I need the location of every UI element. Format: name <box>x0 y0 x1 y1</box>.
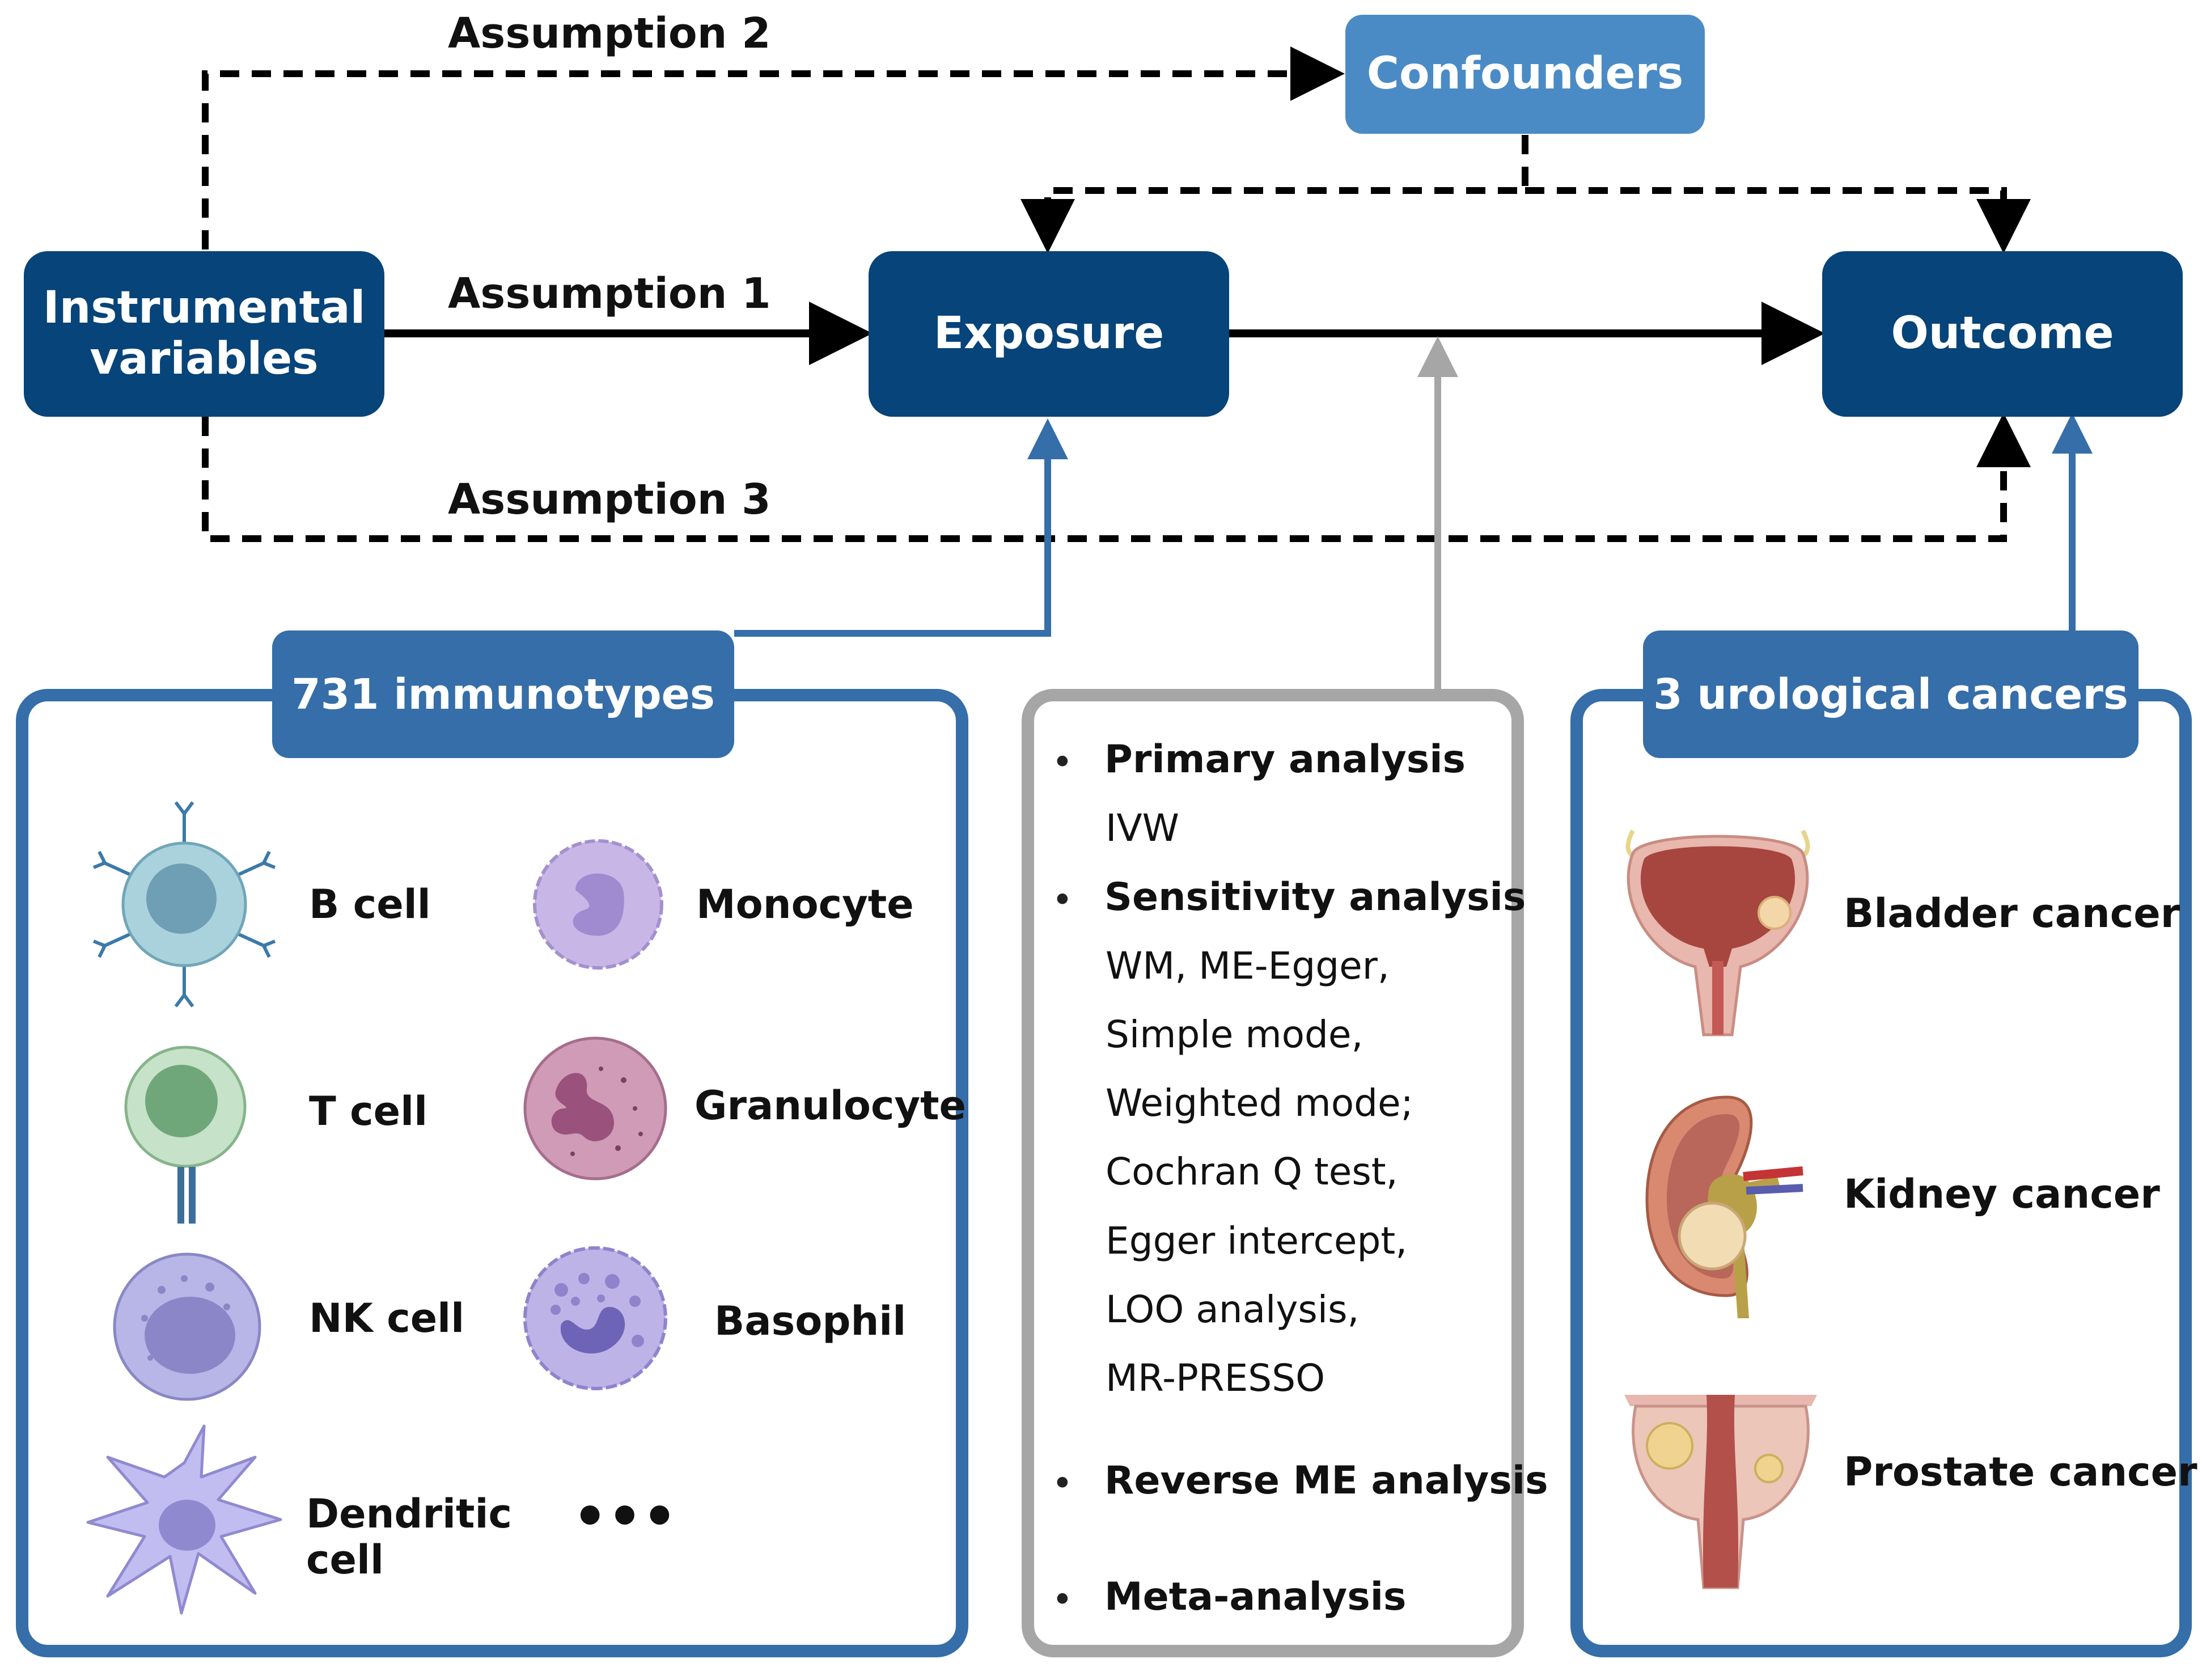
assumption-3-arrow <box>202 413 2031 542</box>
b-cell-label: B cell <box>309 881 431 928</box>
cancers-title: 3 urological cancers <box>1643 630 2139 758</box>
exposure-node: Exposure <box>869 251 1229 417</box>
t-cell-label: T cell <box>309 1088 428 1135</box>
primary-analysis-heading: Primary analysis <box>1104 737 1466 782</box>
instrumental-variables-node: Instrumental variables <box>24 251 384 417</box>
assumption-1-label: Assumption 1 <box>448 269 771 318</box>
dendritic-line-1: Dendritic <box>306 1491 512 1537</box>
basophil-label: Basophil <box>714 1298 907 1344</box>
assumption-2-arrow <box>202 46 1345 249</box>
assumption-2-label: Assumption 2 <box>448 9 771 58</box>
bladder-cancer-label: Bladder cancer <box>1844 890 2180 937</box>
instrumental-line-1: Instrumental <box>43 282 366 334</box>
prostate-icon <box>1624 1395 1817 1589</box>
sensitivity-item-1: WM, ME-Egger, <box>1106 944 1390 988</box>
confounders-to-outcome-arrow <box>1525 187 2031 253</box>
exposure-label: Exposure <box>933 308 1164 359</box>
sensitivity-analysis-heading: Sensitivity analysis <box>1104 875 1526 920</box>
sensitivity-bullet: • <box>1052 879 1073 921</box>
t-cell-icon <box>124 1046 247 1224</box>
primary-item-ivw: IVW <box>1106 806 1179 850</box>
cancers-title-text: 3 urological cancers <box>1653 670 2128 719</box>
kidney-icon <box>1645 1095 1803 1318</box>
monocyte-icon <box>533 839 663 970</box>
sensitivity-item-6: LOO analysis, <box>1106 1288 1360 1331</box>
outcome-label: Outcome <box>1891 308 2114 359</box>
sensitivity-item-4: Cochran Q test, <box>1106 1150 1398 1194</box>
prostate-cancer-label: Prostate cancer <box>1844 1449 2197 1495</box>
sensitivity-item-2: Simple mode, <box>1106 1013 1363 1056</box>
immunotypes-to-exposure-arrow <box>734 418 1068 637</box>
granulocyte-label: Granulocyte <box>695 1082 967 1129</box>
meta-bullet: • <box>1052 1579 1073 1621</box>
confounders-node: Confounders <box>1345 15 1705 134</box>
dendritic-cell-label: Dendritic cell <box>306 1491 512 1582</box>
more-cells-ellipsis: ••• <box>573 1485 677 1548</box>
reverse-analysis-heading: Reverse ME analysis <box>1104 1458 1548 1503</box>
immunotypes-title-text: 731 immunotypes <box>291 670 715 719</box>
granulocyte-icon <box>523 1036 667 1180</box>
bladder-icon <box>1625 830 1810 1036</box>
outcome-node: Outcome <box>1822 251 2183 417</box>
nk-cell-icon <box>113 1252 261 1401</box>
nk-cell-label: NK cell <box>309 1295 465 1342</box>
instrumental-line-2: variables <box>90 333 319 384</box>
basophil-icon <box>523 1246 667 1390</box>
reverse-bullet: • <box>1052 1463 1073 1505</box>
monocyte-label: Monocyte <box>696 881 914 928</box>
assumption-3-label: Assumption 3 <box>448 475 771 524</box>
meta-analysis-heading: Meta-analysis <box>1104 1575 1407 1619</box>
sensitivity-item-7: MR-PRESSO <box>1106 1356 1326 1400</box>
dendritic-line-2: cell <box>306 1536 384 1583</box>
confounders-to-exposure-arrow <box>1020 135 1528 253</box>
primary-bullet: • <box>1052 742 1073 784</box>
b-cell-icon <box>92 801 276 1008</box>
confounders-label: Confounders <box>1366 48 1684 100</box>
immunotypes-title: 731 immunotypes <box>272 630 734 758</box>
sensitivity-item-5: Egger intercept, <box>1106 1219 1408 1263</box>
kidney-cancer-label: Kidney cancer <box>1844 1171 2160 1217</box>
sensitivity-item-3: Weighted mode; <box>1106 1081 1413 1125</box>
methods-panel <box>1022 689 1524 1657</box>
dendritic-cell-icon <box>86 1424 282 1615</box>
